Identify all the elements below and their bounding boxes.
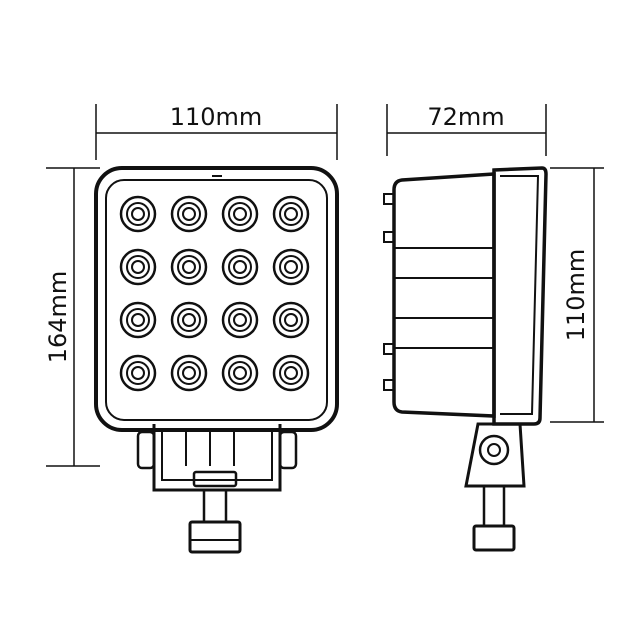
led — [221, 195, 259, 233]
led — [170, 248, 208, 286]
side-view: 72mm 110mm — [383, 103, 604, 552]
side-height-label: 110mm — [562, 249, 590, 342]
side-height-dimension: 110mm — [550, 167, 604, 423]
side-front-bezel — [492, 166, 548, 426]
led — [221, 301, 259, 339]
front-mount-bolt — [188, 488, 242, 554]
led — [272, 354, 310, 392]
led — [119, 354, 157, 392]
led — [272, 301, 310, 339]
front-height-label: 164mm — [44, 271, 72, 364]
led — [119, 195, 157, 233]
led — [221, 248, 259, 286]
led — [170, 354, 208, 392]
side-depth-label: 72mm — [427, 103, 504, 131]
led — [272, 195, 310, 233]
front-height-dimension: 164mm — [44, 167, 100, 467]
front-housing-outer — [94, 166, 339, 432]
front-mount-bracket — [136, 424, 298, 492]
led — [221, 354, 259, 392]
side-mount-bolt — [472, 484, 516, 552]
led — [272, 248, 310, 286]
front-width-label: 110mm — [170, 103, 263, 131]
led — [119, 248, 157, 286]
side-rear-body — [392, 172, 496, 418]
side-mount-bracket — [464, 422, 526, 488]
led — [170, 195, 208, 233]
front-view: 110mm 164mm — [44, 103, 339, 554]
front-width-dimension: 110mm — [95, 103, 338, 160]
side-depth-dimension: 72mm — [386, 103, 547, 156]
front-housing-inner — [105, 179, 328, 421]
led — [170, 301, 208, 339]
led — [119, 301, 157, 339]
led-grid — [119, 195, 310, 392]
